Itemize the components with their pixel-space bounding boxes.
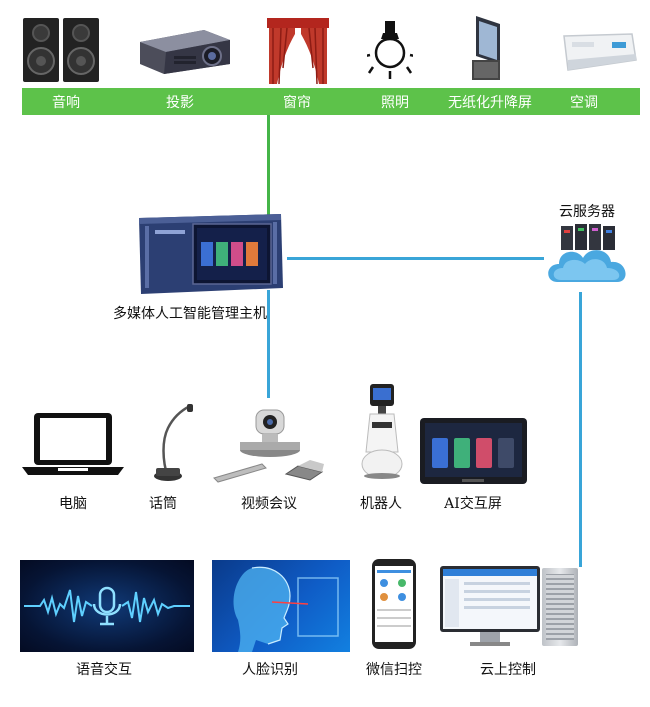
label-robot: 机器人 <box>360 496 402 512</box>
link-cloud-to-cloud-control <box>579 292 582 567</box>
robot-icon <box>361 384 403 479</box>
bar-label-speakers: 音响 <box>52 95 80 111</box>
voice-interaction-icon <box>20 560 194 652</box>
ai-touch-screen-icon <box>420 418 527 484</box>
rack-host-icon <box>139 214 283 294</box>
laptop-icon <box>22 413 124 475</box>
bar-label-air-conditioner: 空调 <box>570 95 598 111</box>
device-bar: 音响 投影 窗帘 照明 无纸化升降屏 空调 <box>22 88 640 115</box>
curtain-icon <box>267 18 329 84</box>
lift-screen-icon <box>472 16 500 80</box>
label-voice-interaction: 语音交互 <box>76 662 132 678</box>
host-label: 多媒体人工智能管理主机 <box>113 306 267 322</box>
lightbulb-icon <box>367 21 413 79</box>
face-recognition-icon <box>212 560 350 652</box>
link-host-to-cloud <box>287 257 544 260</box>
label-wechat-scan: 微信扫控 <box>366 662 422 678</box>
label-video-conference: 视频会议 <box>241 496 297 512</box>
label-microphone: 话筒 <box>149 496 177 512</box>
label-computer: 电脑 <box>59 496 87 512</box>
link-host-to-devices <box>267 290 270 398</box>
label-cloud-control: 云上控制 <box>480 662 536 678</box>
label-face-recognition: 人脸识别 <box>242 662 298 678</box>
microphone-icon <box>154 404 193 481</box>
speakers-icon <box>23 18 99 82</box>
air-conditioner-icon <box>563 33 637 71</box>
label-ai-screen: AI交互屏 <box>444 496 502 512</box>
link-bar-to-host <box>267 115 270 223</box>
cloud-control-icon <box>440 566 580 648</box>
cloud-server-label: 云服务器 <box>559 204 615 220</box>
bar-label-lighting: 照明 <box>381 95 409 111</box>
video-conference-icon <box>213 409 324 483</box>
wechat-scan-icon <box>372 559 416 649</box>
projector-icon <box>140 30 230 74</box>
bar-label-lift-screen: 无纸化升降屏 <box>448 95 532 111</box>
bar-label-curtain: 窗帘 <box>283 95 311 111</box>
bar-label-projector: 投影 <box>166 95 194 111</box>
cloud-server-icon <box>548 224 626 282</box>
